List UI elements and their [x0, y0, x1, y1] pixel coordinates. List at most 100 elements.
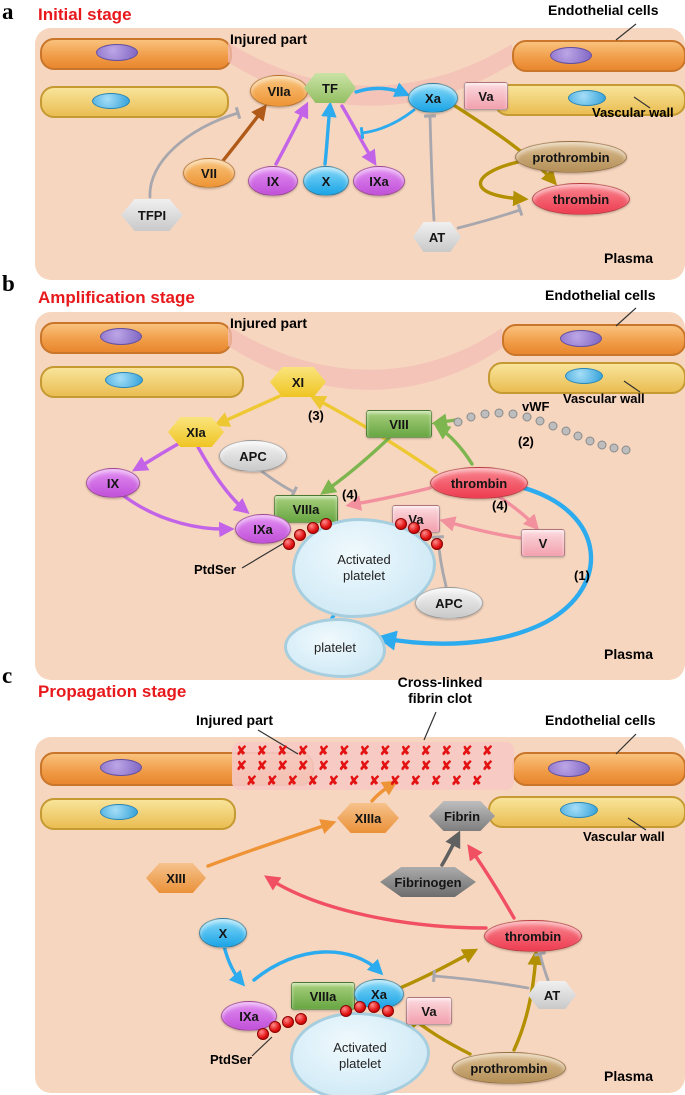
plasma-label: Plasma: [604, 1068, 654, 1084]
antithrombin-node: AT: [413, 222, 461, 252]
cell-nucleus: [550, 47, 592, 64]
factor-ix-node: IX: [86, 468, 140, 498]
arrow-prothrombin-to-thrombin: [478, 160, 529, 207]
arrow-xia-to-ixa: [196, 445, 250, 514]
factor-xiiia-node: XIIIa: [337, 803, 399, 833]
ptdser-dot: [368, 1001, 380, 1013]
plasma-label: Plasma: [604, 250, 654, 266]
fibrin-clot-band: [232, 742, 514, 790]
cell-nucleus: [548, 760, 590, 777]
ptdser-dot: [320, 518, 332, 530]
arrow-v-to-va: [439, 516, 522, 540]
ptdser-label: PtdSer: [210, 1052, 252, 1067]
ptdser-dot: [282, 1016, 294, 1028]
cell-nucleus: [100, 804, 138, 820]
step-3-label: (3): [308, 408, 324, 423]
cell-nucleus: [100, 759, 142, 776]
arrow-x-to-tf: [321, 101, 337, 166]
pointer-vascular-a: [633, 96, 651, 109]
cell-nucleus: [565, 368, 603, 384]
factor-va-node: Va: [406, 997, 452, 1025]
activated-platelet-label: Activated platelet: [337, 551, 391, 583]
tissue-factor-node: TF: [304, 73, 356, 103]
step-4-left-label: (4): [342, 487, 358, 502]
inhibit-apc-to-viiia: [258, 468, 298, 498]
fibrinogen-node: Fibrinogen: [380, 867, 476, 897]
cell-nucleus: [560, 802, 598, 818]
factor-xiii-node: XIII: [146, 863, 206, 893]
cell-nucleus: [560, 330, 602, 347]
step-2-label: (2): [518, 434, 534, 449]
ptdser-dot: [354, 1001, 366, 1013]
ptdser-dot: [395, 518, 407, 530]
arrow-viii-to-viiia: [320, 435, 392, 495]
arrow-prothrombin-to-thrombin: [512, 949, 544, 1052]
inhibit-tfpi-to-viia: [148, 106, 242, 199]
activated-platelet-blob: Activated platelet: [292, 518, 436, 618]
inhibit-xa-to-tf: [359, 108, 416, 140]
pointer-endothelial-c: [615, 733, 637, 755]
factor-ixa-node: IXa: [235, 514, 291, 544]
pointer-ptdser-c: [251, 1036, 273, 1057]
ptdser-dot: [295, 1013, 307, 1025]
factor-viii-node: VIII: [366, 410, 432, 438]
endothelial-cells-label: Endothelial cells: [548, 2, 659, 18]
arrow-fibrinogen-to-fibrin: [440, 830, 461, 867]
arrow-xiiia-to-clot: [370, 780, 398, 803]
factor-v-node: V: [521, 529, 565, 557]
fibrin-clot-row: ✘ ✘ ✘ ✘ ✘ ✘ ✘ ✘ ✘ ✘ ✘ ✘ ✘: [236, 759, 496, 772]
arrow-thrombin-to-v: [496, 494, 540, 531]
arrow-thrombin-to-platelet: [376, 485, 594, 651]
clot-label-line1: Cross-linked: [397, 674, 483, 690]
factor-vii-node: VII: [183, 158, 235, 188]
panel-c-arrows: [206, 780, 550, 1056]
factor-va-node: Va: [464, 82, 508, 110]
arrow-thrombin-to-viiia: [345, 486, 432, 511]
arrow-complex-to-thrombin: [398, 948, 479, 990]
injured-part-label: Injured part: [196, 712, 274, 728]
cell-nucleus: [100, 328, 142, 345]
inhibit-at-to-xa: [432, 970, 530, 990]
arrow-xi-to-xia: [213, 394, 282, 427]
panel-title-amplification-stage: Amplification stage: [38, 288, 195, 307]
factor-viiia-node: VIIIa: [274, 495, 338, 523]
arrow-ix-to-ixa: [122, 494, 235, 538]
factor-ixa-node: IXa: [221, 1001, 277, 1031]
panel-index-a: a: [2, 0, 14, 24]
arrow-thrombin-to-xiiia: [264, 875, 488, 930]
cell-nucleus: [96, 44, 138, 61]
injured-part-label: Injured part: [230, 31, 308, 47]
panel-index-b: b: [2, 271, 15, 296]
ptdser-dot: [283, 538, 295, 550]
plasma-label: Plasma: [604, 646, 654, 662]
arrow-xia-to-ix: [131, 442, 180, 472]
apc-bottom-node: APC: [415, 587, 483, 619]
endothelial-cells-label: Endothelial cells: [545, 712, 656, 728]
vascular-wall-cell: [40, 798, 236, 830]
fibrin-clot-row: ✘ ✘ ✘ ✘ ✘ ✘ ✘ ✘ ✘ ✘ ✘ ✘ ✘: [236, 744, 496, 757]
ptdser-label: PtdSer: [194, 562, 236, 577]
arrow-tf-to-ixa: [340, 104, 377, 166]
tfpi-node: TFPI: [121, 199, 183, 231]
vascular-wall-label: Vascular wall: [592, 105, 674, 120]
ptdser-dot: [340, 1005, 352, 1017]
thrombin-node: thrombin: [430, 467, 528, 499]
crosslinked-fibrin-clot-label: Cross-linked fibrin clot: [385, 674, 495, 706]
vascular-wall-cell: [40, 86, 229, 118]
panel-title-propagation-stage: Propagation stage: [38, 682, 187, 701]
step-1-label: (1): [574, 568, 590, 583]
cell-nucleus: [92, 93, 130, 109]
pointer-ptdser-b: [241, 542, 285, 569]
endothelial-cells-label: Endothelial cells: [545, 287, 656, 303]
factor-xia-node: XIa: [168, 417, 224, 447]
inhibit-at-to-thrombin: [456, 203, 524, 230]
arrow-thrombin-to-viii: [434, 424, 474, 466]
platelet-label: platelet: [314, 639, 356, 655]
factor-xa-node: Xa: [408, 83, 458, 113]
ptdser-dot: [257, 1028, 269, 1040]
endothelial-cell: [512, 752, 685, 786]
prothrombin-node: prothrombin: [452, 1052, 566, 1084]
arrow-vii-to-viia: [220, 104, 267, 164]
pointer-vascular-c: [627, 817, 647, 831]
activated-platelet-blob: Activated platelet: [290, 1012, 430, 1095]
